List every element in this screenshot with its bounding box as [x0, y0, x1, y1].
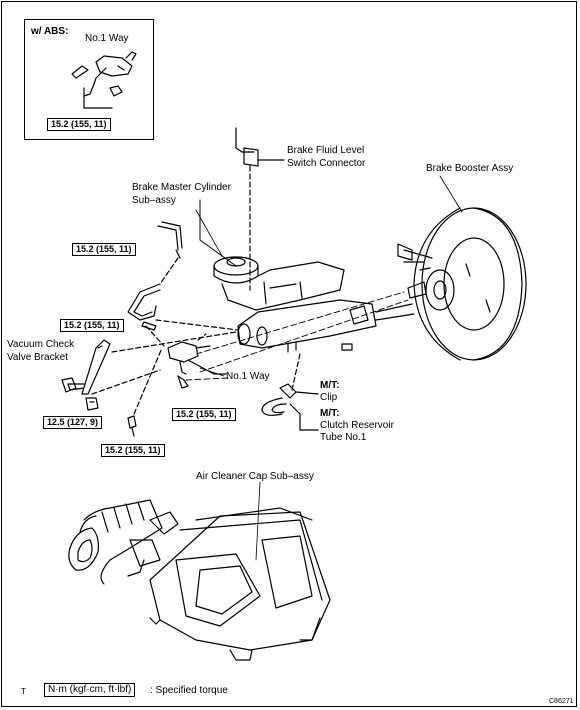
- abs-inset: w/ ABS: No.1 Way 15.2 (155, 11): [24, 19, 154, 140]
- label-vacuum-check-2: Valve Bracket: [7, 352, 68, 363]
- legend-units-box: N·m (kgf·cm, ft·lbf): [44, 683, 136, 697]
- figure-id: C86271: [549, 698, 574, 705]
- label-clutch-reservoir-1: Clutch Reservoir: [320, 420, 394, 431]
- torque-callout-3: 12.5 (127, 9): [43, 416, 103, 429]
- brake-lines: [127, 221, 239, 347]
- label-vacuum-check-1: Vacuum Check: [7, 339, 75, 350]
- torque-callout-4: 15.2 (155, 11): [172, 408, 236, 421]
- label-mt-2: M/T:: [320, 408, 340, 419]
- fluid-level-switch-connector: [235, 127, 285, 291]
- label-brake-booster: Brake Booster Assy: [426, 163, 514, 174]
- alignment-lines: [185, 291, 409, 381]
- inset-no1-way-label: No.1 Way: [85, 33, 129, 44]
- label-clutch-reservoir-2: Tube No.1: [320, 432, 367, 443]
- inset-title: w/ ABS:: [31, 26, 69, 37]
- legend-symbol: T: [21, 687, 26, 696]
- label-master-cylinder-1: Brake Master Cylinder: [132, 182, 231, 193]
- label-no1-way: No.1 Way: [226, 371, 270, 382]
- label-master-cylinder-2: Sub–assy: [132, 195, 176, 206]
- label-brake-fluid-level-1: Brake Fluid Level: [287, 145, 365, 156]
- no1-way-valve: [167, 333, 227, 389]
- torque-callout-2: 15.2 (155, 11): [60, 319, 124, 332]
- label-air-cleaner-cap: Air Cleaner Cap Sub–assy: [196, 471, 314, 482]
- lower-bolt: [127, 347, 163, 437]
- brake-booster: [397, 207, 527, 361]
- legend-description: : Specified torque: [150, 685, 228, 696]
- inset-torque-spec: 15.2 (155, 11): [47, 118, 111, 131]
- torque-callout-1: 15.2 (155, 11): [72, 243, 136, 256]
- label-clip: Clip: [320, 392, 338, 403]
- leader-lines: [195, 175, 463, 561]
- vacuum-check-valve-bracket: [61, 331, 237, 411]
- master-cylinder: [199, 199, 427, 353]
- clutch-reservoir-tube: [261, 343, 353, 431]
- label-brake-fluid-level-2: Switch Connector: [287, 158, 366, 169]
- air-cleaner-cap: [68, 499, 331, 661]
- label-mt-1: M/T:: [320, 380, 340, 391]
- inset-no1-way-valve: [71, 51, 137, 109]
- torque-callout-5: 15.2 (155, 11): [101, 444, 165, 457]
